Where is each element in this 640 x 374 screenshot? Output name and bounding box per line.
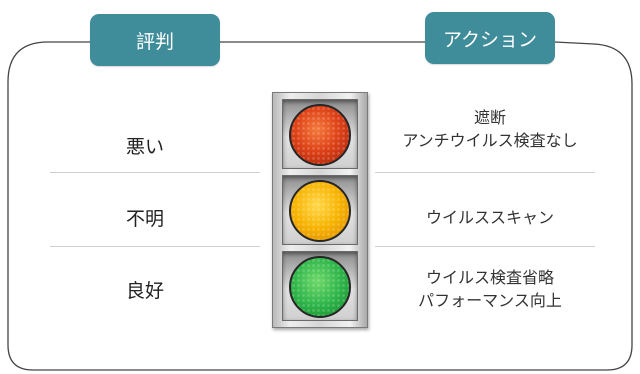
green-lamp-housing bbox=[282, 251, 358, 321]
action-block-line1: 遮断 bbox=[473, 108, 506, 127]
red-lamp-icon bbox=[289, 104, 351, 166]
divider-right-2 bbox=[375, 246, 595, 247]
reputation-good-label: 良好 bbox=[125, 280, 164, 302]
action-skip-line1: ウイルス検査省略 bbox=[425, 268, 554, 287]
action-header-tab: アクション bbox=[425, 12, 555, 64]
divider-left-2 bbox=[50, 246, 260, 247]
yellow-lamp-icon bbox=[289, 180, 351, 242]
yellow-lamp-housing bbox=[282, 175, 358, 245]
action-skip-line2: パフォーマンス向上 bbox=[418, 291, 562, 310]
reputation-unknown-label: 不明 bbox=[125, 208, 164, 230]
action-skip-label: ウイルス検査省略 パフォーマンス向上 bbox=[370, 266, 610, 312]
action-block-label: 遮断 アンチウイルス検査なし bbox=[370, 106, 610, 152]
divider-right-1 bbox=[375, 172, 595, 173]
red-lamp-housing bbox=[282, 99, 358, 169]
traffic-light-icon bbox=[272, 92, 368, 328]
reputation-bad-label: 悪い bbox=[125, 136, 164, 158]
green-lamp-icon bbox=[289, 256, 351, 318]
action-block-line2: アンチウイルス検査なし bbox=[402, 131, 578, 150]
action-scan-label: ウイルススキャン bbox=[370, 206, 610, 229]
divider-left-1 bbox=[50, 172, 260, 173]
reputation-header-tab: 評判 bbox=[90, 14, 220, 66]
action-scan-line: ウイルススキャン bbox=[425, 208, 554, 227]
